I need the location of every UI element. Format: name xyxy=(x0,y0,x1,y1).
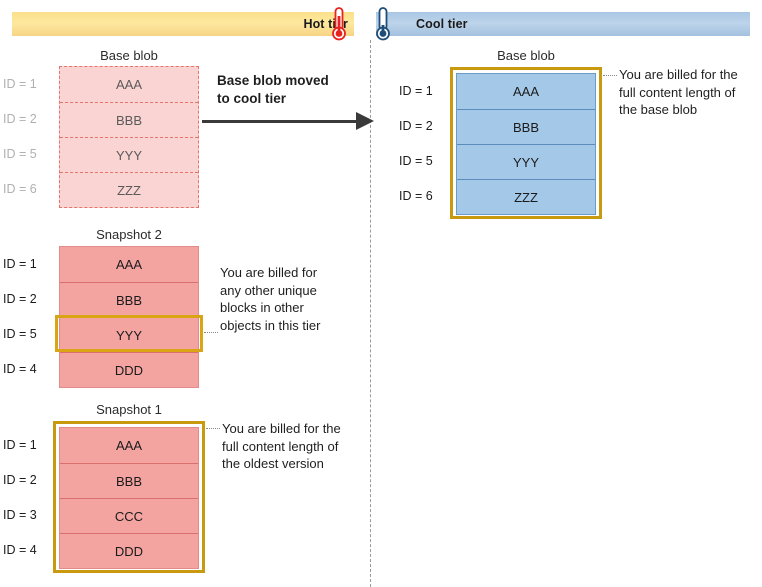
snapshot2-leader-line xyxy=(204,332,218,333)
blob-block: ZZZ xyxy=(457,179,595,214)
id-label: ID = 2 xyxy=(3,472,37,487)
annotation-line: any other unique xyxy=(220,282,317,298)
blob-block: BBB xyxy=(60,463,198,498)
annotation-line: You are billed for the xyxy=(222,421,341,436)
id-label: ID = 5 xyxy=(3,326,37,341)
blob-block: DDD xyxy=(60,352,198,387)
id-label: ID = 2 xyxy=(399,118,433,133)
blob-block: AAA xyxy=(512,84,539,99)
id-label: ID = 1 xyxy=(399,83,433,98)
blob-block: AAA xyxy=(115,438,142,453)
transition-arrow-head xyxy=(356,112,374,130)
hot-base-blob: AAA BBB YYY ZZZ xyxy=(59,66,199,208)
id-label: ID = 2 xyxy=(3,291,37,306)
blob-block: CCC xyxy=(60,498,198,533)
snapshot2-title: Snapshot 2 xyxy=(96,227,162,242)
blob-block: BBB xyxy=(60,102,198,137)
transition-label-line1: Base blob moved xyxy=(217,73,329,88)
transition-arrow-line xyxy=(202,120,370,123)
hot-base-blob-title: Base blob xyxy=(100,48,158,63)
id-label: ID = 2 xyxy=(3,111,37,126)
cool-tier-banner: Cool tier xyxy=(376,12,750,36)
annotation-line: full content length of xyxy=(619,84,736,100)
snapshot2-blob: AAA BBB YYY DDD xyxy=(59,246,199,388)
snapshot1-id-column: ID = 1 ID = 2 ID = 3 ID = 4 xyxy=(3,427,59,567)
snapshot1-blob: AAA BBB CCC DDD xyxy=(59,427,199,569)
id-label: ID = 5 xyxy=(3,146,37,161)
blob-block: BBB xyxy=(60,282,198,317)
cool-base-blob-title: Base blob xyxy=(497,48,555,63)
blob-block: AAA xyxy=(115,257,142,272)
snapshot1-leader-line xyxy=(206,428,220,429)
snapshot1-title: Snapshot 1 xyxy=(96,402,162,417)
transition-label: Base blob moved to cool tier xyxy=(217,72,357,108)
blob-block: YYY xyxy=(60,317,198,352)
hot-tier-banner: Hot tier xyxy=(12,12,354,36)
annotation-line: the base blob xyxy=(619,102,698,117)
id-label: ID = 1 xyxy=(3,437,37,452)
id-label: ID = 1 xyxy=(3,76,37,91)
cool-base-blob-leader-line xyxy=(603,75,617,76)
tier-divider xyxy=(370,40,371,587)
cool-base-blob: AAA BBB YYY ZZZ xyxy=(456,73,596,215)
id-label: ID = 5 xyxy=(399,153,433,168)
blob-block: YYY xyxy=(457,144,595,179)
id-label: ID = 1 xyxy=(3,256,37,271)
snapshot2-annotation: You are billed for any other unique bloc… xyxy=(220,264,355,334)
id-label: ID = 6 xyxy=(3,181,37,196)
cool-tier-label: Cool tier xyxy=(416,17,468,31)
annotation-line: objects in this tier xyxy=(220,317,321,333)
blob-block: DDD xyxy=(60,533,198,568)
id-label: ID = 4 xyxy=(3,542,37,557)
blob-block: BBB xyxy=(457,109,595,144)
annotation-line: blocks in other xyxy=(220,300,304,315)
blob-block: YYY xyxy=(60,137,198,172)
annotation-line: full content length of xyxy=(222,438,339,454)
annotation-line: the oldest version xyxy=(222,456,324,471)
snapshot2-id-column: ID = 1 ID = 2 ID = 5 ID = 4 xyxy=(3,246,59,386)
annotation-line: You are billed for the xyxy=(619,67,738,82)
hot-base-blob-id-column: ID = 1 ID = 2 ID = 5 ID = 6 xyxy=(3,66,59,206)
id-label: ID = 3 xyxy=(3,507,37,522)
blob-block: AAA xyxy=(115,77,142,92)
annotation-line: You are billed for xyxy=(220,265,318,280)
snapshot1-annotation: You are billed for the full content leng… xyxy=(222,420,372,473)
id-label: ID = 6 xyxy=(399,188,433,203)
thermometer-cool-icon xyxy=(374,6,392,42)
cool-base-blob-annotation: You are billed for the full content leng… xyxy=(619,66,762,119)
id-label: ID = 4 xyxy=(3,361,37,376)
transition-label-line2: to cool tier xyxy=(217,91,287,106)
cool-base-blob-id-column: ID = 1 ID = 2 ID = 5 ID = 6 xyxy=(399,73,455,213)
thermometer-hot-icon xyxy=(330,6,348,42)
blob-block: ZZZ xyxy=(60,172,198,207)
